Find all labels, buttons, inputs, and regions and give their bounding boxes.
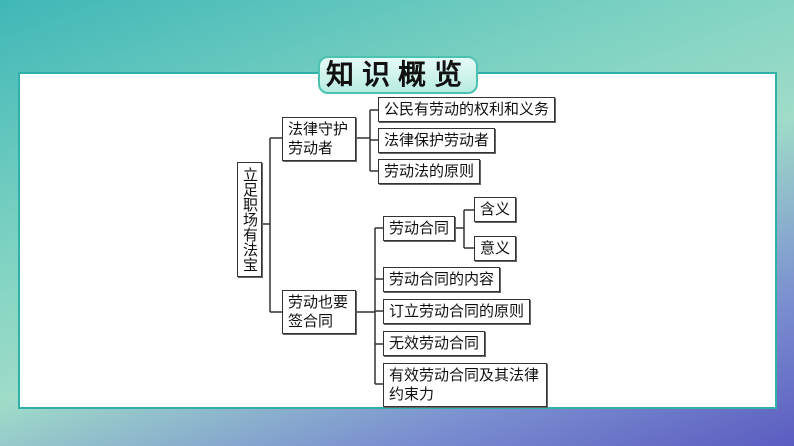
root-node: 立足职场有法宝 (237, 162, 262, 277)
page-title: 知识概览 (318, 56, 478, 94)
leaf-node: 公民有劳动的权利和义务 (378, 97, 556, 122)
leaf-node: 含义 (474, 197, 517, 222)
leaf-node: 意义 (474, 236, 517, 261)
branch-node-law: 法律守护劳动者 (282, 117, 356, 161)
leaf-node: 无效劳动合同 (383, 331, 486, 356)
leaf-node: 法律保护劳动者 (378, 128, 496, 153)
leaf-node: 有效劳动合同及其法律约束力 (383, 363, 547, 407)
leaf-node-contract: 劳动合同 (383, 216, 456, 241)
leaf-node: 劳动合同的内容 (383, 267, 501, 292)
branch-node-contract: 劳动也要签合同 (282, 290, 356, 334)
leaf-node: 订立劳动合同的原则 (383, 299, 531, 324)
leaf-node: 劳动法的原则 (378, 159, 481, 184)
